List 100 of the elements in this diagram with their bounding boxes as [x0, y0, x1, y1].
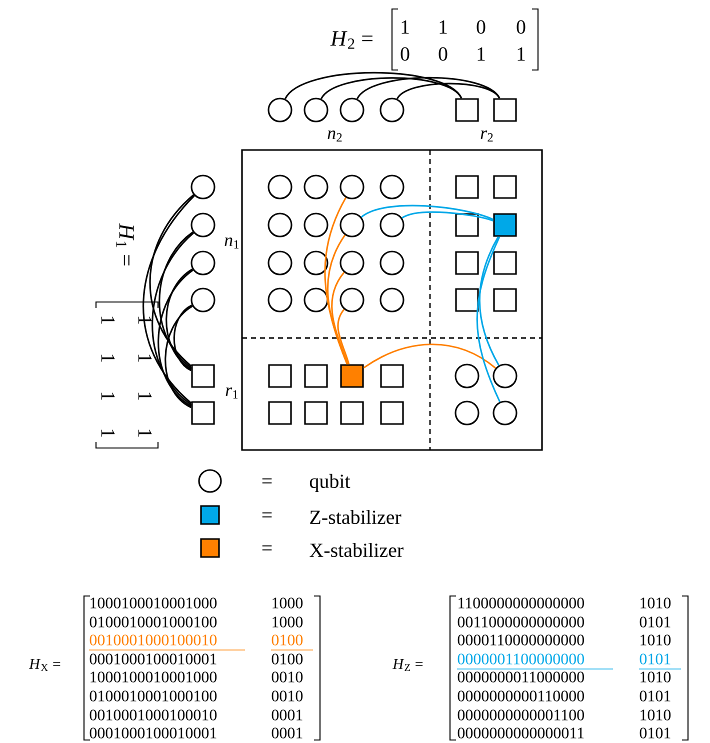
- stabilizer-square: [493, 288, 517, 312]
- stabilizer-square: [340, 401, 364, 425]
- stabilizer-square: [455, 251, 479, 275]
- qubit-circle: [340, 98, 364, 122]
- qubit-circle: [492, 400, 518, 426]
- matrix-entry: 1100000000000000: [458, 598, 584, 608]
- qubit-circle: [190, 288, 216, 312]
- matrix-name: H$_{X}$ =: [28, 659, 60, 671]
- connector-line: [152, 232, 194, 406]
- equals-sign: =: [262, 512, 272, 518]
- qubit-circle: [268, 212, 292, 238]
- qubit-circle: [454, 364, 480, 388]
- axis-label: r$_{2}$: [480, 130, 493, 142]
- matrix-entry: 0100010001000100: [90, 616, 217, 628]
- stabilizer-square: [268, 364, 292, 388]
- qubit-circle: [340, 174, 364, 200]
- qubit-circle: [304, 212, 328, 238]
- matrix-entry: 1010: [640, 672, 671, 682]
- matrix-entry: 0100: [270, 634, 314, 650]
- qubit-circle: [268, 250, 292, 276]
- matrix-entry: 0: [516, 20, 526, 34]
- matrix-entry: 0100: [272, 654, 303, 664]
- matrix-entry: 0: [438, 47, 448, 61]
- qubit-circle: [268, 174, 292, 200]
- stabilizer-square: [380, 364, 404, 388]
- stabilizer-square: [340, 364, 364, 388]
- connector-line: [476, 236, 501, 402]
- stabilizer-square: [493, 213, 517, 237]
- matrix-entry: 1000: [272, 616, 303, 628]
- matrix-entry: 1: [440, 20, 447, 34]
- connector-line: [361, 204, 494, 220]
- qubit-circle: [304, 250, 328, 276]
- matrix-entry: 0001: [272, 728, 302, 738]
- matrix-entry: 0011000000000000: [458, 616, 584, 628]
- matrix-entry: 1: [138, 430, 152, 437]
- matrix-entry: 0000001100000000: [456, 654, 614, 670]
- connector-line: [331, 272, 348, 364]
- qubit-circle: [340, 212, 364, 238]
- matrix-entry: 1: [518, 47, 525, 61]
- matrix-entry: 0101: [640, 616, 670, 628]
- equals-sign: =: [262, 478, 272, 484]
- qubit-circle: [340, 288, 364, 312]
- matrix-entry: 0010: [272, 690, 303, 702]
- matrix-entry: 1: [101, 316, 115, 324]
- matrix-entry: 0101: [640, 690, 670, 702]
- stabilizer-square: [304, 401, 328, 425]
- matrix-entry: 1: [138, 392, 152, 400]
- matrix-entry: 0000000011000000: [458, 672, 584, 682]
- qubit-circle: [380, 288, 404, 312]
- qubit-circle: [454, 400, 480, 426]
- connector-line: [166, 268, 193, 370]
- connector-line: [478, 236, 500, 366]
- matrix-entry: 1000100010001000: [90, 672, 217, 682]
- axis-label: n$_{2}$: [328, 130, 342, 142]
- matrix-name: H$_{1}$ =: [116, 223, 134, 266]
- stabilizer-square: [455, 175, 479, 199]
- matrix-entry: 0010001000100010: [90, 710, 217, 720]
- connector-line: [158, 231, 194, 368]
- axis-label: r$_{1}$: [226, 387, 238, 399]
- connector-line: [356, 76, 500, 100]
- connector-line: [173, 304, 192, 372]
- connector-line: [164, 306, 193, 408]
- qubit-circle: [268, 288, 292, 312]
- matrix-entry: 0001: [272, 710, 302, 720]
- matrix-entry: 1: [402, 20, 409, 34]
- matrix-entry: 1010: [640, 634, 671, 646]
- matrix-entry: 0100010001000100: [90, 690, 217, 702]
- qubit-circle: [380, 212, 404, 238]
- matrix-entry: 0: [400, 47, 410, 61]
- connector-line: [402, 211, 494, 222]
- connector-line: [142, 195, 195, 404]
- stabilizer-square: [493, 251, 517, 275]
- matrix-entry: 1010: [640, 710, 671, 720]
- matrix-entry: 1: [101, 392, 115, 400]
- qubit-circle: [380, 174, 404, 200]
- qubit-circle: [304, 174, 328, 200]
- axis-label: n$_{1}$: [224, 237, 239, 249]
- connector-line: [149, 194, 194, 367]
- legend-label: X-stabilizer: [310, 542, 404, 558]
- qubit-circle: [304, 288, 328, 312]
- qubit-circle: [190, 250, 216, 276]
- qubit-circle: [380, 250, 404, 276]
- matrix-entry: 1010: [640, 598, 671, 608]
- stabilizer-square: [493, 175, 517, 199]
- qubit-circle: [190, 174, 216, 200]
- matrix-entry: 0101: [638, 654, 682, 670]
- matrix-entry: 1000100010001000: [90, 598, 217, 608]
- matrix-entry: 0001000100010001: [90, 728, 216, 738]
- matrix-entry: 0000110000000000: [458, 634, 584, 646]
- matrix-entry: 0000000000000011: [458, 728, 584, 738]
- matrix-name: H$_{Z}$ =: [392, 659, 423, 671]
- matrix-entry: 1: [138, 354, 152, 362]
- matrix-entry: 0101: [640, 728, 670, 738]
- connector-line: [284, 72, 462, 100]
- stabilizer-square: [455, 288, 479, 312]
- matrix-entry: 0000000000110000: [458, 690, 584, 702]
- connector-line: [320, 77, 462, 100]
- connector-line: [396, 82, 500, 100]
- matrix-entry: 0010001000100010: [88, 634, 246, 650]
- qubit-circle: [340, 250, 364, 276]
